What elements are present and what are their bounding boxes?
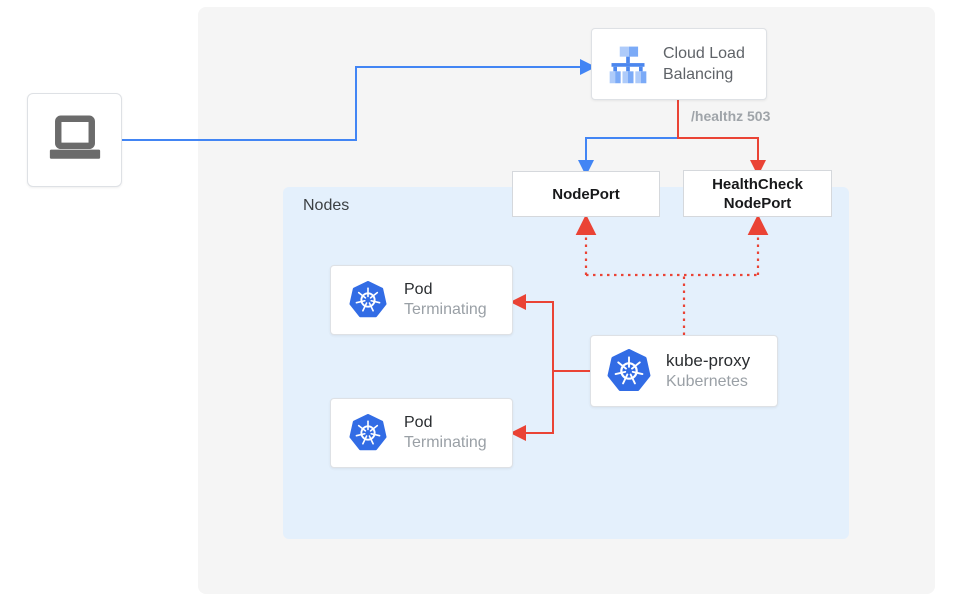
pod-title: Pod [404, 281, 433, 298]
pod-status: Terminating [404, 301, 487, 318]
healthz-503-label: /healthz 503 [691, 108, 771, 124]
pod-card: Pod Terminating [330, 398, 513, 468]
nodeport-box: NodePort [512, 171, 660, 217]
kube-proxy-card: kube-proxy Kubernetes [590, 335, 778, 407]
healthcheck-nodeport-label-line1: HealthCheck [712, 175, 803, 193]
kube-proxy-title: kube-proxy [666, 351, 751, 370]
cloud-load-balancing-icon [606, 43, 650, 85]
kubernetes-icon [607, 349, 651, 393]
nodes-label: Nodes [303, 197, 350, 214]
kube-proxy-subtitle: Kubernetes [666, 373, 748, 390]
cloud-load-balancing-card: Cloud Load Balancing [591, 28, 767, 100]
kubernetes-icon [349, 281, 387, 319]
cloud-load-balancing-label: Cloud Load Balancing [663, 45, 745, 83]
client-card [27, 93, 122, 187]
pod-title: Pod [404, 414, 433, 431]
pod-card: Pod Terminating [330, 265, 513, 335]
healthcheck-nodeport-label-line2: NodePort [723, 194, 792, 212]
healthcheck-nodeport-box: HealthCheck NodePort [683, 170, 832, 217]
nodeport-label: NodePort [552, 185, 620, 203]
kubernetes-icon [349, 414, 387, 452]
pod-status: Terminating [404, 434, 487, 451]
laptop-icon [44, 111, 106, 169]
